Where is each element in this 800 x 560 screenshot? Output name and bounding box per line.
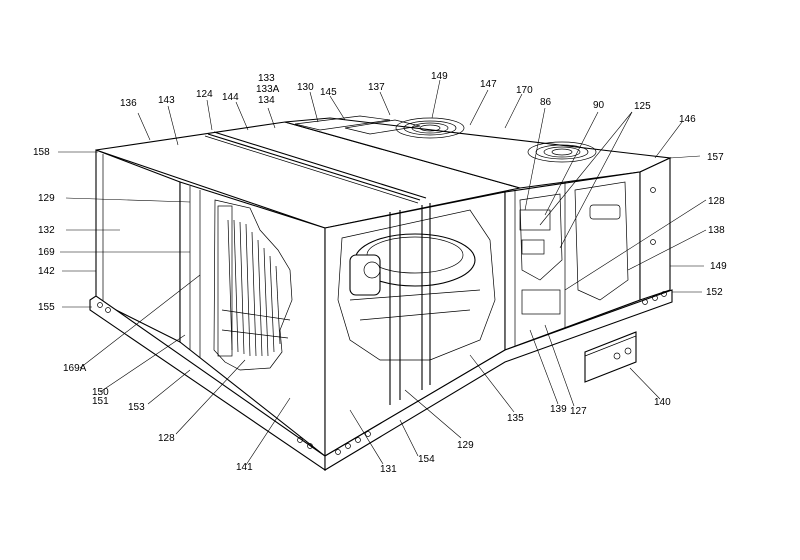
label-153: 153 <box>128 402 145 413</box>
label-136: 136 <box>120 98 137 109</box>
label-137: 137 <box>368 82 385 93</box>
blower-opening <box>337 209 496 361</box>
label-149-top: 149 <box>431 71 448 82</box>
label-130: 130 <box>297 82 314 93</box>
label-169: 169 <box>38 247 55 258</box>
base-rail-holes <box>97 291 667 455</box>
label-150: 150 <box>92 387 109 398</box>
label-154: 154 <box>418 454 435 465</box>
base-rail-front <box>324 289 673 471</box>
label-128-right: 128 <box>708 196 725 207</box>
label-158: 158 <box>33 147 50 158</box>
label-155: 155 <box>38 302 55 313</box>
label-141: 141 <box>236 462 253 473</box>
label-170: 170 <box>516 85 533 96</box>
label-140: 140 <box>654 397 671 408</box>
label-146: 146 <box>679 114 696 125</box>
leader-lines <box>58 79 707 466</box>
label-134: 134 <box>258 95 275 106</box>
label-132: 132 <box>38 225 55 236</box>
label-139: 139 <box>550 404 567 415</box>
label-135: 135 <box>507 413 524 424</box>
label-86: 86 <box>540 97 552 108</box>
label-127: 127 <box>570 406 587 417</box>
label-143: 143 <box>158 95 175 106</box>
label-151: 151 <box>92 396 109 407</box>
label-129-left: 129 <box>38 193 55 204</box>
label-128-left: 128 <box>158 433 175 444</box>
label-147: 147 <box>480 79 497 90</box>
label-138: 138 <box>708 225 725 236</box>
label-131: 131 <box>380 464 397 475</box>
label-90: 90 <box>593 100 605 111</box>
blower-motor <box>349 254 381 296</box>
label-149-right: 149 <box>710 261 727 272</box>
evaporator-coil <box>213 199 293 371</box>
label-145: 145 <box>320 87 337 98</box>
access-panel <box>584 331 637 383</box>
label-144: 144 <box>222 92 239 103</box>
label-157: 157 <box>707 152 724 163</box>
control-section <box>504 171 641 351</box>
label-142: 142 <box>38 266 55 277</box>
unit-body <box>89 115 673 472</box>
label-152: 152 <box>706 287 723 298</box>
label-124: 124 <box>196 89 213 100</box>
label-133a: 133A <box>256 84 280 95</box>
right-end-panel <box>639 157 671 301</box>
label-169a: 169A <box>63 363 87 374</box>
control-box <box>519 193 563 281</box>
callout-labels: 136 143 124 144 133 133A 134 130 145 137… <box>33 71 727 475</box>
label-125: 125 <box>634 101 651 112</box>
label-133: 133 <box>258 73 275 84</box>
label-129-bottom: 129 <box>457 440 474 451</box>
